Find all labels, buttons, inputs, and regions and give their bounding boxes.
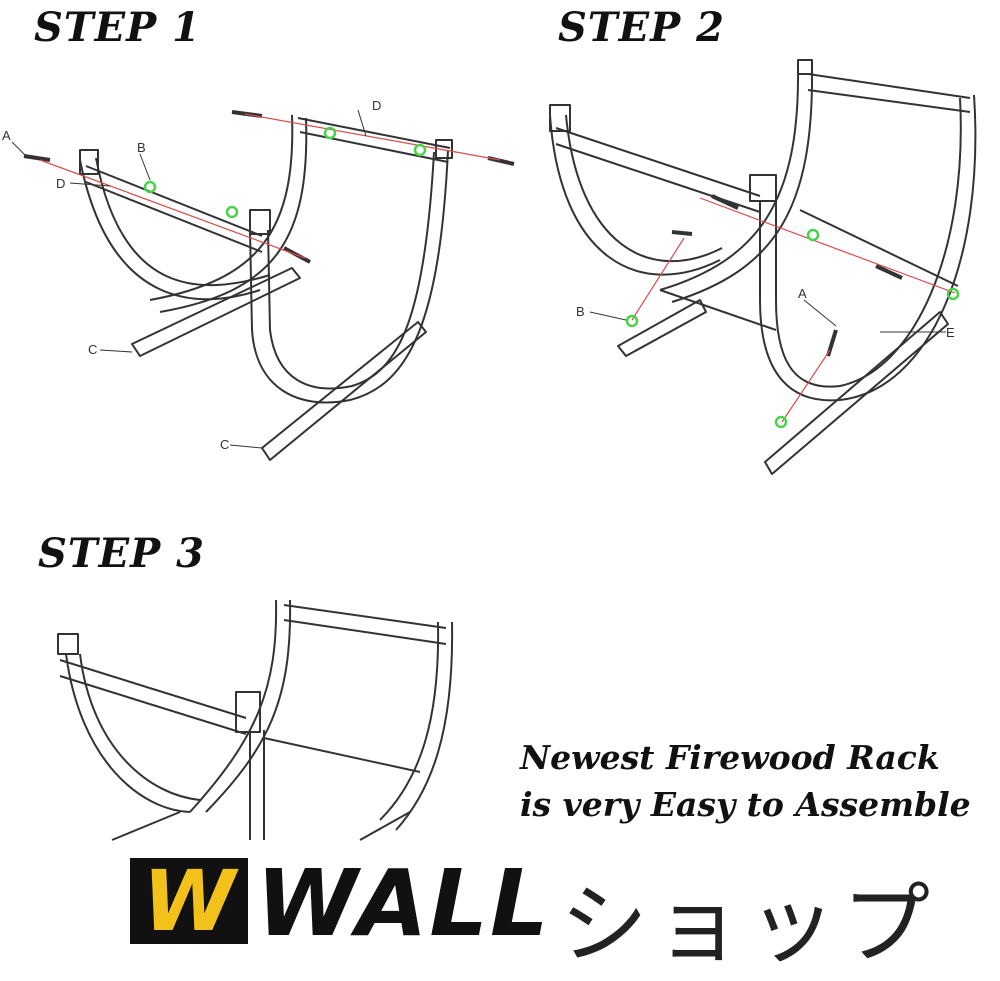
label-c-left: C (88, 342, 97, 357)
label-c-right: C (220, 437, 229, 452)
label-b-step2: B (576, 304, 585, 319)
step-3-diagram (57, 599, 454, 841)
logo-wall-text: WALL (256, 850, 551, 957)
assembly-diagram: A B D D C C B A E (2, 59, 977, 841)
label-d-left: D (56, 176, 65, 191)
label-a-step2: A (798, 286, 807, 301)
logo-w-letter: W (142, 852, 236, 950)
label-b: B (137, 140, 146, 155)
logo-w-badge: W (130, 852, 248, 950)
step-1-diagram (23, 110, 515, 461)
step-2-diagram (549, 59, 977, 475)
label-e: E (946, 325, 955, 340)
tagline-line-1: Newest Firewood Rack (520, 738, 940, 777)
tagline-line-2: is very Easy to Assemble (520, 785, 971, 824)
label-d-right: D (372, 98, 381, 113)
shop-logo: W WALL ショップ (130, 850, 950, 976)
step-1-title: STEP 1 (34, 4, 201, 51)
step-2-title: STEP 2 (558, 4, 725, 51)
logo-shop-text: ショップ (560, 873, 937, 976)
step-3-title: STEP 3 (38, 530, 205, 577)
label-a: A (2, 128, 11, 143)
